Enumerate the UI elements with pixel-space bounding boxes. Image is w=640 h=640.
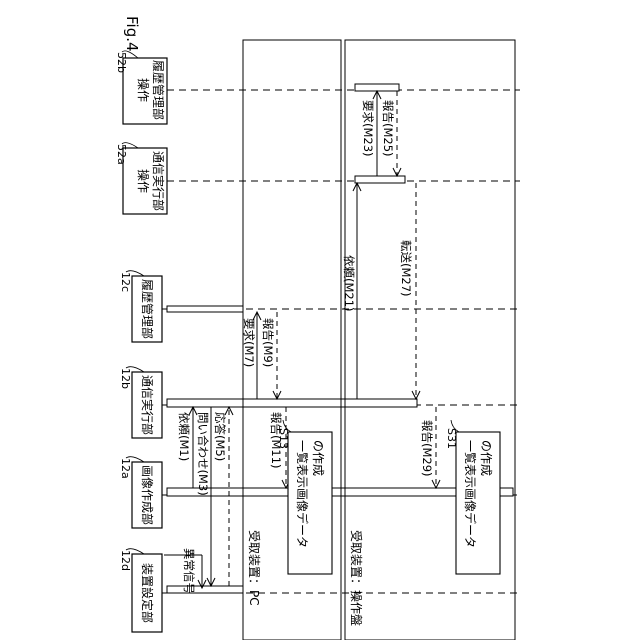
frame-pc-label: 受取装置：PC: [247, 530, 261, 606]
message-M7-label: 要求(M7): [242, 318, 256, 367]
lifeline-header-12a: 画像作成部 12a: [119, 457, 162, 528]
message-M1-label: 依頼(M1): [177, 412, 191, 461]
message-M5-label: 応答(M5): [213, 412, 227, 461]
lifeline-ref: 12c: [119, 272, 132, 292]
lifeline-header-12c: 履歴管理部 12c: [119, 271, 162, 342]
lifeline-ref: 12a: [119, 458, 132, 479]
frame-panel-label: 受取装置：操作盤: [349, 530, 364, 626]
message-M27-label: 転送(M27): [399, 240, 413, 297]
process-S13-ref: S13: [277, 428, 290, 449]
message-M21-label: 依頼(M21): [342, 255, 356, 312]
lifeline-label: 装置設定部: [140, 563, 155, 623]
process-S13: 一覧表示画像データ の作成 S13: [277, 420, 332, 574]
message-M25-label: 報告(M25): [381, 100, 395, 157]
message-M23-label: 要求(M23): [361, 100, 375, 157]
activation-52a: [355, 176, 405, 183]
activation-12d: [167, 586, 243, 593]
lifeline-header-12d: 装置設定部 12d: [119, 549, 162, 632]
process-S31-line1: 一覧表示画像データ: [463, 440, 478, 548]
activation-12c: [167, 306, 243, 312]
message-M9-label: 報告(M9): [261, 318, 275, 367]
activation-12b: [167, 399, 417, 407]
process-S13-line1: 一覧表示画像データ: [295, 440, 310, 548]
lifeline-ref: 52a: [115, 144, 128, 165]
process-S13-line2: の作成: [311, 440, 325, 476]
lifeline-ref: 12b: [119, 368, 132, 389]
lifeline-label: 履歴管理部: [151, 60, 166, 120]
message-abnormal-label: 異常信号: [182, 548, 196, 594]
lifeline-label: 通信実行部: [151, 151, 166, 211]
lifeline-header-52a: 操作 通信実行部 52a: [115, 143, 167, 214]
lifeline-label: 画像作成部: [140, 465, 155, 525]
process-S31-ref: S31: [445, 428, 458, 449]
lifeline-label: 操作: [136, 169, 151, 193]
lifeline-ref: 52b: [115, 52, 128, 73]
message-M3-label: 問い合わせ(M3): [196, 412, 210, 496]
lifeline-ref: 12d: [119, 550, 132, 571]
lifeline-label: 履歴管理部: [140, 279, 155, 339]
process-S31-line2: の作成: [479, 440, 493, 476]
figure-title: Fig.4: [123, 16, 141, 52]
lifeline-label: 操作: [136, 78, 151, 102]
lifeline-header-12b: 通信実行部 12b: [119, 367, 162, 438]
lifeline-header-52b: 操作 履歴管理部 52b: [115, 51, 167, 124]
message-M29-label: 報告(M29): [420, 420, 434, 477]
lifeline-label: 通信実行部: [140, 375, 155, 435]
process-S31: 一覧表示画像データ の作成 S31: [445, 420, 500, 574]
